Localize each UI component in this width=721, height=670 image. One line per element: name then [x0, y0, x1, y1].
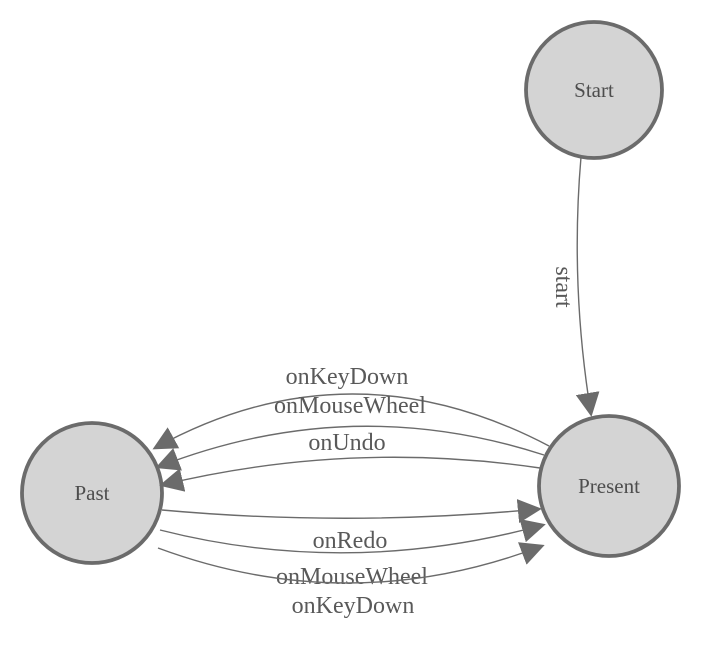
edge-start-present-start: [575, 156, 600, 417]
edge-label-onMouseWheel: onMouseWheel: [276, 564, 428, 590]
edge-present-past-onKeyDown: [152, 393, 550, 450]
node-circle-start: [524, 20, 664, 160]
edge-label-onUndo: onUndo: [308, 430, 385, 456]
edge-past-present-onMouseWheel: [159, 518, 546, 554]
edges-layer: start onKeyDown onMouseWheel onUndo onRedo on…: [152, 156, 600, 619]
node-label-start: Start: [574, 78, 614, 102]
edge-past-present-onRedo: [161, 499, 542, 523]
edge-past-present-onKeyDown: [157, 542, 545, 584]
edge-present-past-onMouseWheel: [155, 425, 545, 471]
node-circle-present: [537, 414, 681, 558]
node-label-present: Present: [578, 474, 640, 498]
edge-label-onKeyDown: onKeyDown: [286, 364, 409, 390]
node-start: Start: [524, 20, 664, 160]
edge-label-start: start: [550, 266, 576, 308]
edge-label-onRedo: onRedo: [313, 528, 388, 554]
node-present: Present: [537, 414, 681, 558]
edge-label-onMouseWheel: onMouseWheel: [274, 393, 426, 419]
edge-present-past-onUndo: [159, 456, 541, 492]
node-circle-past: [20, 421, 164, 565]
edge-label-onKeyDown: onKeyDown: [292, 593, 415, 619]
node-past: Past: [20, 421, 164, 565]
node-label-past: Past: [74, 481, 109, 505]
